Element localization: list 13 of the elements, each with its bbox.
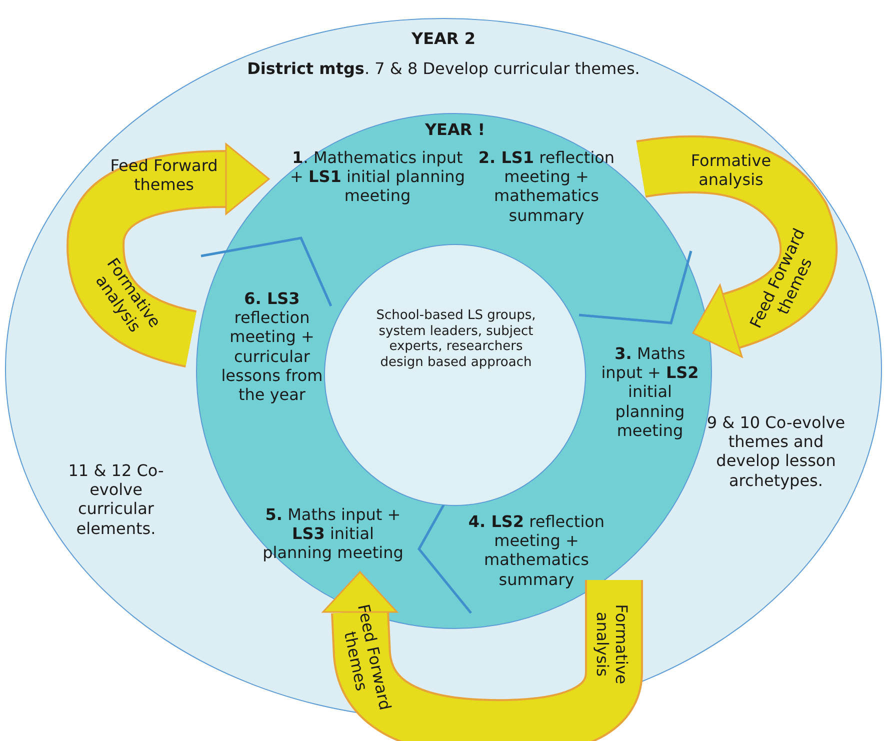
stage-text: 1. Mathematics input + LS1 initial planning meeting	[285, 148, 470, 206]
note-text: 11 & 12 Co-evolve curricular elements.	[67, 461, 165, 538]
heading-text: District mtgs. 7 & 8 Develop curricular themes.	[246, 59, 641, 78]
heading-text: School-based LS groups, system leaders, subject experts, researchers design based approach	[375, 308, 537, 370]
arrow-label: Formative analysis	[592, 603, 632, 686]
arrow-label: Feed Forward themes	[339, 602, 396, 714]
stage-text: 4. LS2 reflection meeting + mathematics summary	[454, 512, 619, 589]
stage-text: 3. Maths input + LS2 initial planning meeting	[594, 344, 706, 440]
note-text: 9 & 10 Co-evolve themes and develop lesson archetypes.	[706, 413, 846, 490]
arrow-label: Formative analysis	[690, 151, 772, 190]
heading-text: YEAR !	[424, 120, 486, 140]
stage-text: 6. LS3 reflection meeting + curricular lessons from the year	[210, 289, 334, 404]
heading-text: YEAR 2	[410, 29, 476, 48]
